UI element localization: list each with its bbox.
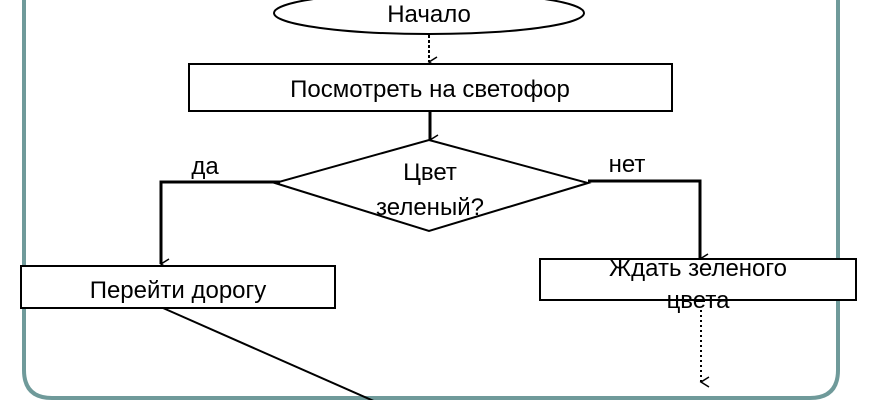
no-label: нет <box>609 151 646 178</box>
start-label: Начало <box>387 1 471 28</box>
no-branch-arrow <box>588 179 709 265</box>
wait-label-line1: Ждать зеленого <box>609 255 787 282</box>
slide-frame <box>22 0 840 400</box>
decision-line2: зеленый? <box>376 194 484 221</box>
look-label: Посмотреть на светофор <box>290 76 570 103</box>
decision-line1: Цвет <box>403 159 457 186</box>
look-at-traffic-light-node: Посмотреть на светофор <box>188 63 673 112</box>
start-node: Начало <box>273 0 585 35</box>
wait-label-line2: цвета <box>667 287 731 314</box>
cross-road-node: Перейти дорогу <box>20 265 336 309</box>
yes-label: да <box>191 153 219 180</box>
wait-green-node: Ждать зеленого цвета <box>539 255 857 314</box>
connector-cross-to-end <box>162 307 374 400</box>
yes-branch-arrow <box>159 180 280 270</box>
cross-road-label: Перейти дорогу <box>90 277 267 304</box>
decision-node: Цвет зеленый? <box>271 138 592 233</box>
